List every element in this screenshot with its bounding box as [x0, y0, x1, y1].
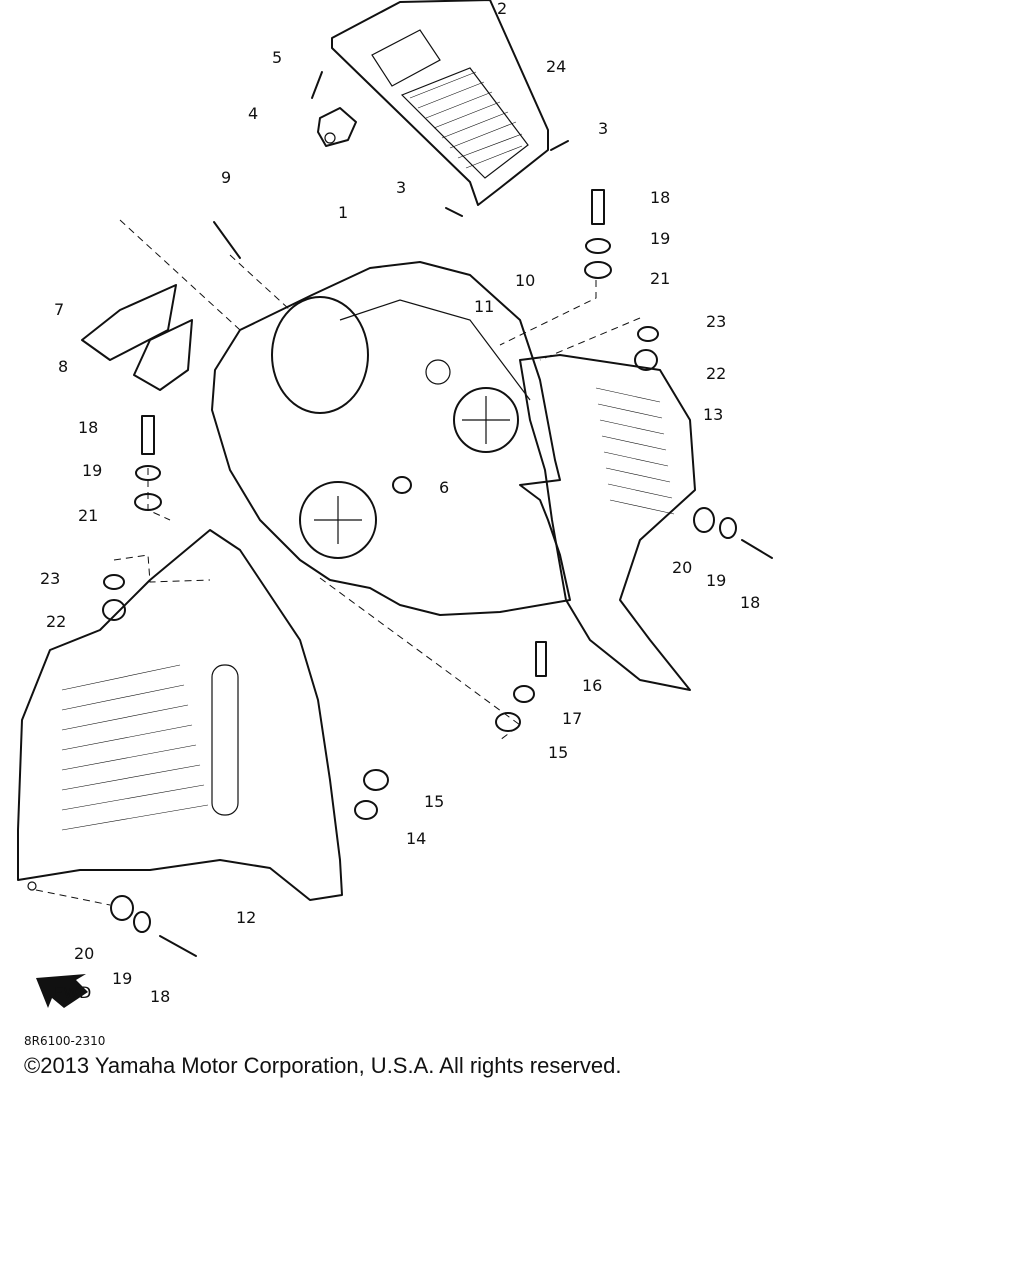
callout-8: 8	[58, 357, 68, 376]
diagram-code: 8R6100-2310	[24, 1034, 106, 1048]
exploded-parts-diagram: FWD 2 24 5 4 3 3 9 18 19 1 10 21 11 7 23 8 22 13 18 19 6 21 20…	[17, 0, 773, 1008]
callout-24: 24	[546, 57, 566, 76]
fastener-stacks	[27, 189, 773, 957]
callout-19: 19	[112, 969, 132, 988]
callout-13: 13	[703, 405, 723, 424]
side-bracket-parts	[81, 284, 193, 391]
copyright-notice: ©2013 Yamaha Motor Corporation, U.S.A. A…	[24, 1053, 622, 1078]
callout-22: 22	[46, 612, 66, 631]
forward-arrow-icon: FWD	[36, 974, 91, 1008]
left-side-cover-part	[17, 529, 343, 901]
callout-1: 1	[338, 203, 348, 222]
callout-21: 21	[78, 506, 98, 525]
callout-10: 10	[515, 271, 535, 290]
callout-22: 22	[706, 364, 726, 383]
callout-3: 3	[396, 178, 406, 197]
callout-23: 23	[40, 569, 60, 588]
callout-11: 11	[474, 297, 494, 316]
callout-15: 15	[548, 743, 568, 762]
callout-20: 20	[672, 558, 692, 577]
callout-18: 18	[78, 418, 98, 437]
assembly-lines	[35, 219, 641, 906]
callout-3: 3	[598, 119, 608, 138]
callout-labels: 2 24 5 4 3 3 9 18 19 1 10 21 11 7 23 8 22 13 18 19 6 21 20 19 23…	[40, 0, 760, 1006]
small-fastener-parts	[213, 71, 569, 259]
callout-6: 6	[439, 478, 449, 497]
callout-18: 18	[740, 593, 760, 612]
callout-7: 7	[54, 300, 64, 319]
callout-21: 21	[650, 269, 670, 288]
right-side-cover-part	[519, 354, 696, 691]
callout-9: 9	[221, 168, 231, 187]
callout-19: 19	[650, 229, 670, 248]
callout-18: 18	[650, 188, 670, 207]
callout-19: 19	[706, 571, 726, 590]
callout-12: 12	[236, 908, 256, 927]
callout-16: 16	[582, 676, 602, 695]
callout-5: 5	[272, 48, 282, 67]
fwd-label: FWD	[54, 983, 91, 1002]
callout-18: 18	[150, 987, 170, 1006]
top-cover-part	[331, 0, 549, 206]
callout-15: 15	[424, 792, 444, 811]
main-panel-part	[211, 261, 571, 616]
callout-20: 20	[74, 944, 94, 963]
callout-14: 14	[406, 829, 426, 848]
callout-19: 19	[82, 461, 102, 480]
callout-23: 23	[706, 312, 726, 331]
callout-2: 2	[497, 0, 507, 18]
callout-4: 4	[248, 104, 258, 123]
callout-17: 17	[562, 709, 582, 728]
